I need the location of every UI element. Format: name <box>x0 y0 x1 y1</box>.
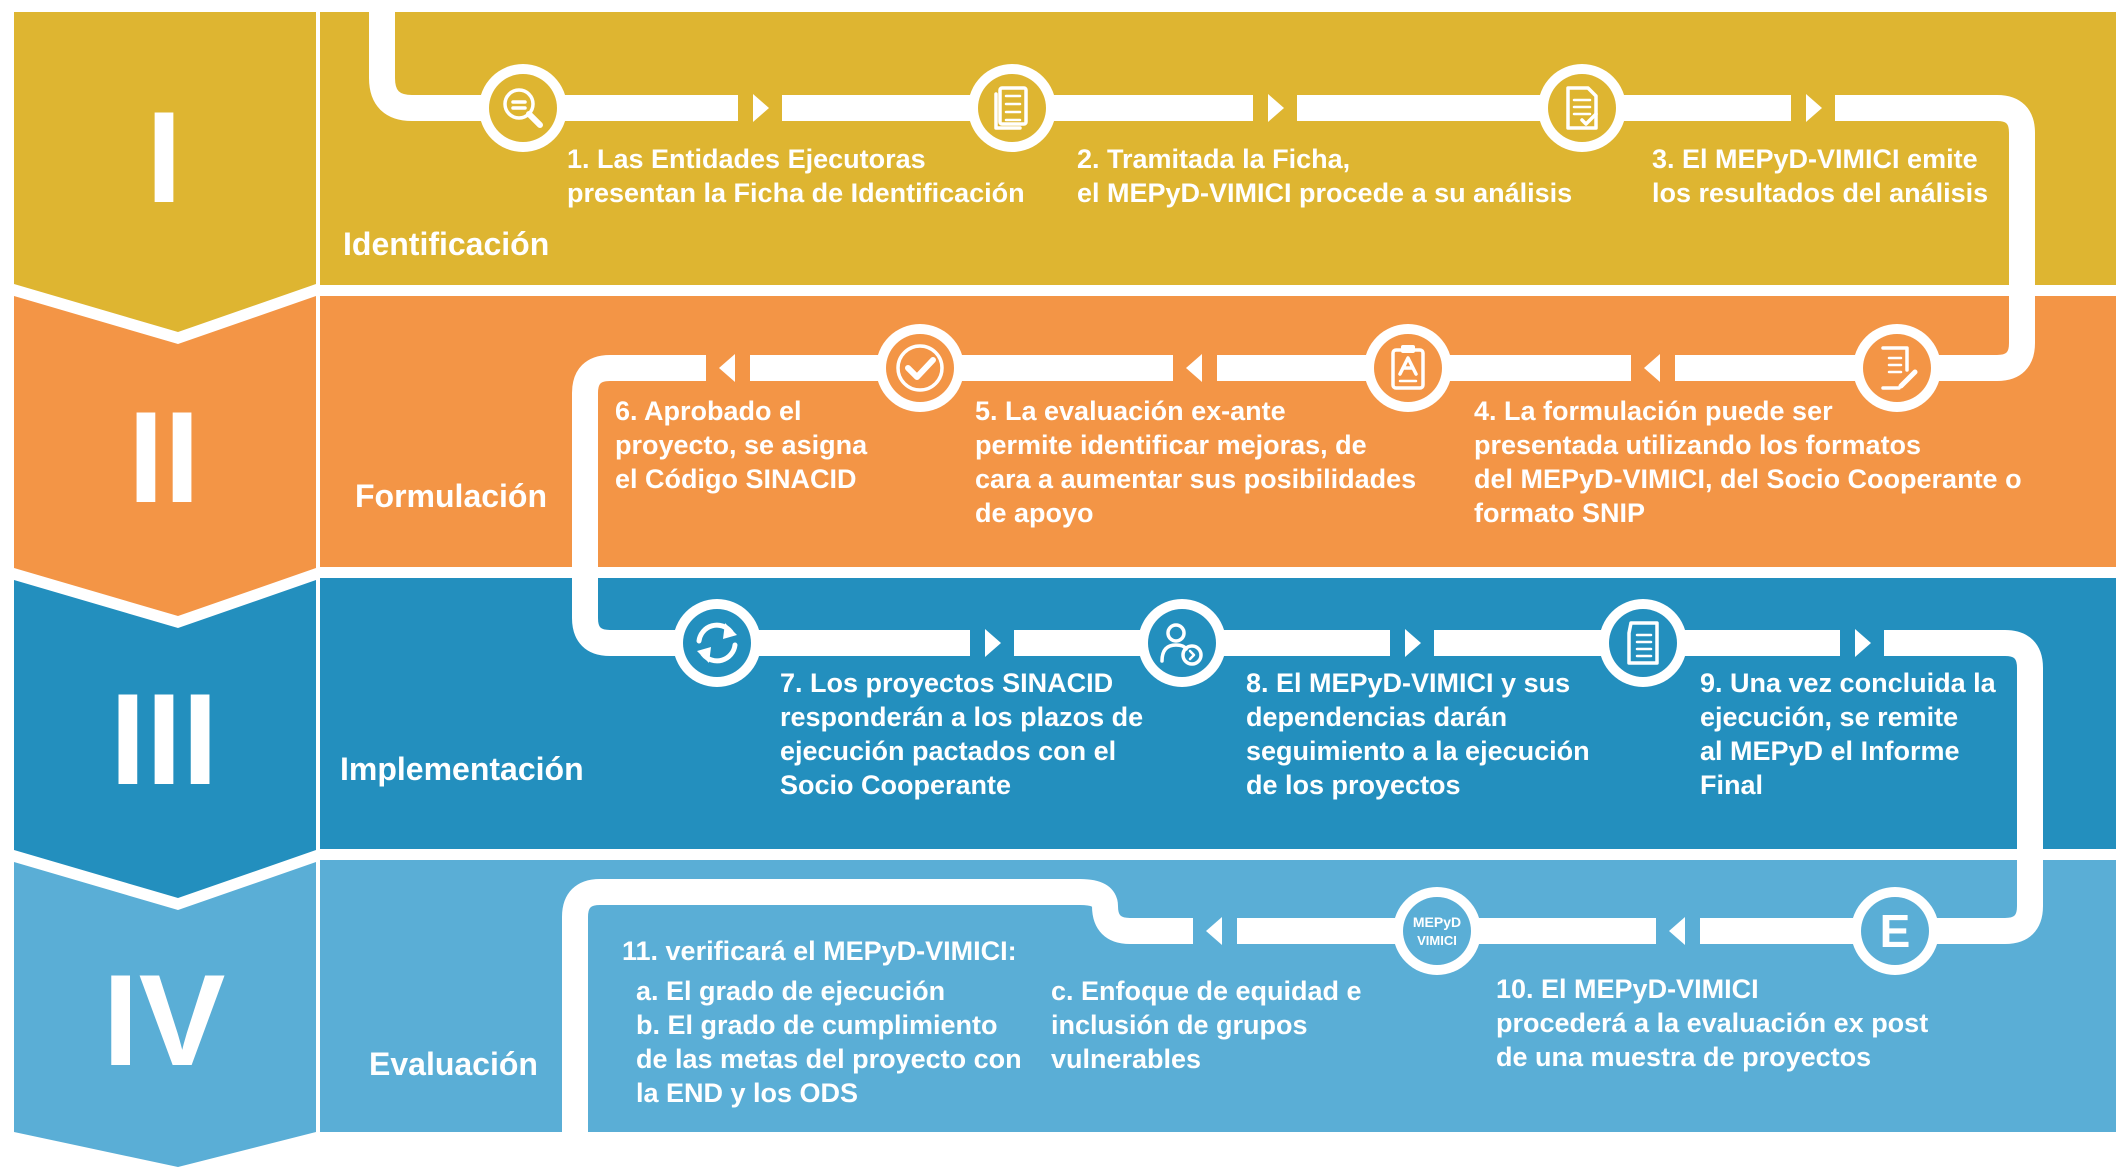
person-follow-icon <box>1138 599 1226 687</box>
flow-arrow <box>1186 354 1202 382</box>
svg-text:MEPyD: MEPyD <box>1413 914 1461 930</box>
band-evaluacion <box>320 860 2116 1132</box>
report-document-icon <box>1599 599 1687 687</box>
document-check-icon <box>1538 64 1626 152</box>
step-icons: E MEPyD VIMICI <box>479 64 1941 975</box>
flow-arrow <box>753 94 769 122</box>
flow-arrow <box>1206 917 1222 945</box>
flow-arrow <box>719 354 735 382</box>
clipboard-grade-icon <box>1364 324 1452 412</box>
flow-arrow <box>1855 629 1871 657</box>
stage-numeral-4: IV <box>102 947 226 1093</box>
step-11-heading: 11. verificará el MEPyD-VIMICI: <box>622 936 1017 966</box>
flow-arrow <box>1669 917 1685 945</box>
flow-arrow <box>1806 94 1822 122</box>
process-flow-path <box>369 12 2043 1132</box>
flow-line <box>369 12 2043 1132</box>
stage-label-implementacion: Implementación <box>340 751 584 787</box>
stage-label-evaluacion: Evaluación <box>369 1046 538 1082</box>
flow-arrow <box>1268 94 1284 122</box>
stage-numeral-3: III <box>109 666 219 812</box>
refresh-icon <box>673 599 761 687</box>
stage-numeral-1: I <box>145 84 183 230</box>
chevron-implementacion <box>14 580 316 898</box>
svg-text:E: E <box>1880 905 1911 957</box>
flow-arrows <box>706 92 1884 947</box>
letter-e-icon: E <box>1851 887 1939 975</box>
band-identificacion <box>320 12 2116 285</box>
chevron-evaluacion <box>14 862 316 1167</box>
svg-text:VIMICI: VIMICI <box>1417 933 1457 948</box>
chevron-identificacion <box>14 12 316 332</box>
stage-label-identificacion: Identificación <box>343 226 550 262</box>
mepyd-logo-icon: MEPyD VIMICI <box>1393 887 1481 975</box>
chevron-formulacion <box>14 296 316 616</box>
stage-numeral-2: II <box>127 384 201 530</box>
document-edit-icon <box>1853 324 1941 412</box>
step-2-text: 2. Tramitada la Ficha,el MEPyD-VIMICI pr… <box>1077 144 1573 208</box>
flow-arrow <box>985 629 1001 657</box>
document-stack-icon <box>968 64 1056 152</box>
search-document-icon <box>479 64 567 152</box>
checkmark-icon <box>876 324 964 412</box>
flow-arrow <box>1405 629 1421 657</box>
flow-arrow <box>1644 354 1660 382</box>
stage-label-formulacion: Formulación <box>355 478 548 514</box>
band-formulacion <box>320 296 2116 567</box>
